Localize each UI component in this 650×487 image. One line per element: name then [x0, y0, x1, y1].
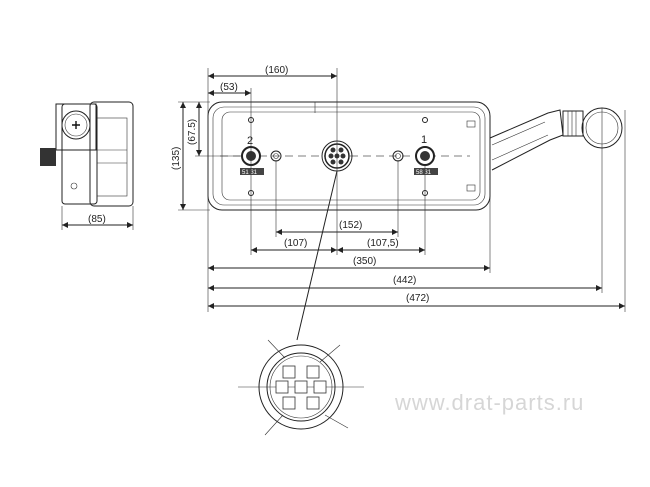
dimension-160: (160) [265, 65, 288, 76]
connector-1: 1 58 31 [414, 134, 438, 176]
plate-right: 58 31 [416, 170, 432, 176]
dimension-107: (107) [284, 238, 307, 249]
dimension-442: (442) [393, 275, 416, 286]
plate-left: 51 31 [242, 170, 258, 176]
dimension-67-5: (67.5) [187, 119, 198, 145]
dimension-135: (135) [171, 147, 182, 170]
dimension-350: (350) [353, 256, 376, 267]
dimension-53: (53) [220, 82, 238, 93]
dimension-152: (152) [339, 220, 362, 231]
lamp-front-view: 2 51 31 1 58 31 [207, 101, 491, 211]
dimension-472: (472) [406, 293, 429, 304]
connector-2: 2 51 31 [240, 135, 264, 176]
connector-1-label: 1 [421, 134, 427, 146]
connector-2-label: 2 [247, 135, 253, 147]
watermark: www.drat-parts.ru [394, 390, 584, 415]
side-view: (85) [40, 101, 134, 230]
dimensions: (160) (53) (67.5) (135) (152) (107) (107… [171, 65, 626, 312]
connector-detail-view [238, 170, 364, 436]
dimension-107-5: (107,5) [367, 238, 399, 249]
dimension-85: (85) [88, 214, 106, 225]
